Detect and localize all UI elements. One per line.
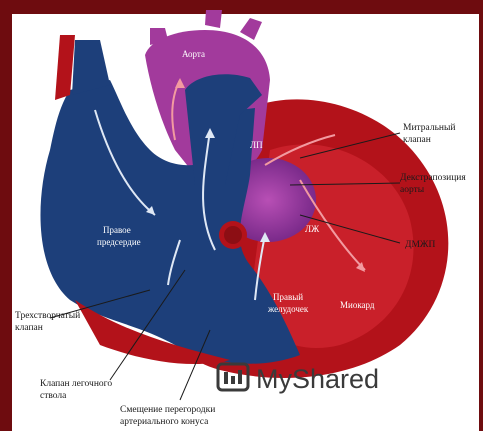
- label-dextro-1: Декстрапозиция: [400, 173, 466, 183]
- label-right-atrium-2: предсердие: [97, 237, 141, 247]
- label-pulmonary-2: ствола: [40, 391, 67, 401]
- label-mitral-1: Митральный: [403, 122, 455, 133]
- label-lzh: ЛЖ: [305, 224, 320, 234]
- label-lp: ЛП: [250, 140, 263, 150]
- label-septum-2: артериального конуса: [120, 417, 209, 427]
- label-mitral-2: клапан: [403, 135, 431, 145]
- label-right-ventricle-1: Правый: [273, 292, 303, 302]
- label-tricuspid-1: Трехстворчатый: [15, 310, 80, 321]
- label-dextro-2: аорты: [400, 185, 425, 195]
- label-aorta: Аорта: [182, 49, 205, 59]
- label-septum-1: Смещение перегородки: [120, 405, 215, 415]
- label-myocardium: Миокард: [340, 300, 375, 310]
- label-tricuspid-2: клапан: [15, 323, 43, 333]
- label-pulmonary-1: Клапан легочного: [40, 379, 112, 389]
- label-right-ventricle-2: желудочек: [267, 304, 309, 314]
- label-dmzhp: ДМЖП: [405, 240, 435, 250]
- watermark-text: MyShared: [256, 364, 379, 394]
- label-right-atrium-1: Правое: [103, 225, 131, 235]
